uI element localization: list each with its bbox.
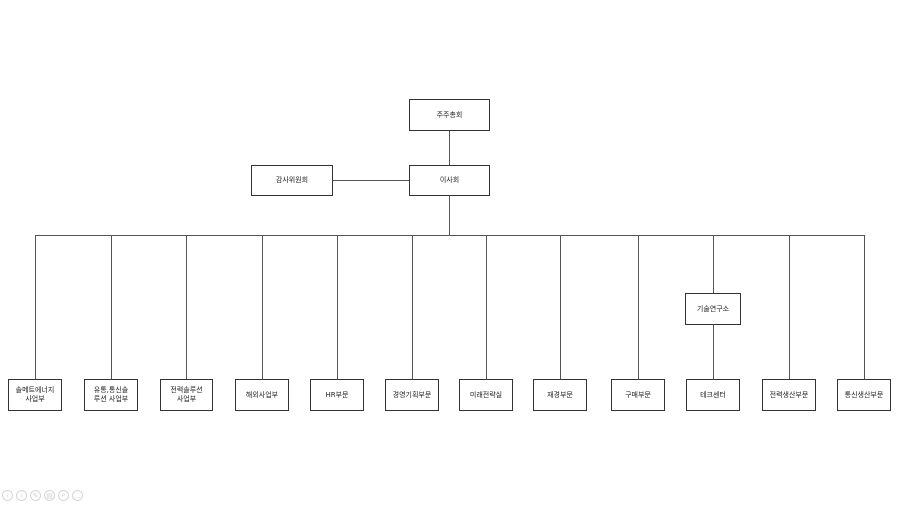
- viewer-toolbar: ‹ › ✎ ▤ ⌕ …: [2, 490, 83, 501]
- connector-unit-0: [35, 235, 36, 379]
- unit-box-8: 구매부문: [611, 379, 665, 411]
- zoom-icon[interactable]: ⌕: [58, 490, 69, 501]
- connector-board-bus: [449, 196, 450, 236]
- unit-box-3: 해외사업부: [235, 379, 289, 411]
- pen-icon[interactable]: ✎: [30, 490, 41, 501]
- shareholders-box: 주주총회: [409, 99, 490, 131]
- connector-unit-11: [864, 235, 865, 379]
- tech-institute-box: 기술연구소: [685, 293, 741, 325]
- unit-box-0: 솔메트에너지 사업부: [8, 379, 62, 411]
- unit-box-6: 미래전략실: [459, 379, 513, 411]
- unit-box-9: 테크센터: [686, 379, 740, 411]
- connector-audit-board: [332, 180, 410, 181]
- connector-unit-7: [560, 235, 561, 379]
- unit-box-5: 경영기획부문: [385, 379, 439, 411]
- more-icon[interactable]: …: [72, 490, 83, 501]
- unit-box-2: 전력솔루션 사업부: [160, 379, 213, 411]
- unit-box-11: 통신생산부문: [837, 379, 891, 411]
- connector-unit-6: [486, 235, 487, 379]
- prev-icon[interactable]: ‹: [2, 490, 13, 501]
- next-icon[interactable]: ›: [16, 490, 27, 501]
- connector-unit-9: [713, 325, 714, 379]
- connector-unit-8: [638, 235, 639, 379]
- connector-unit-4: [337, 235, 338, 379]
- connector-tech-institute: [713, 235, 714, 293]
- board-box: 이사회: [409, 165, 490, 196]
- connector-unit-1: [111, 235, 112, 379]
- connector-bus: [35, 235, 864, 236]
- slides-icon[interactable]: ▤: [44, 490, 55, 501]
- connector-unit-3: [262, 235, 263, 379]
- connector-unit-10: [789, 235, 790, 379]
- unit-box-10: 전력생산부문: [762, 379, 816, 411]
- connector-unit-2: [186, 235, 187, 379]
- unit-box-4: HR부문: [310, 379, 364, 411]
- unit-box-1: 유통,통신솔 루션 사업부: [84, 379, 138, 411]
- connector-shareholders-board: [449, 131, 450, 165]
- audit-committee-box: 감사위원회: [251, 165, 333, 196]
- connector-unit-5: [412, 235, 413, 379]
- unit-box-7: 재경부문: [533, 379, 587, 411]
